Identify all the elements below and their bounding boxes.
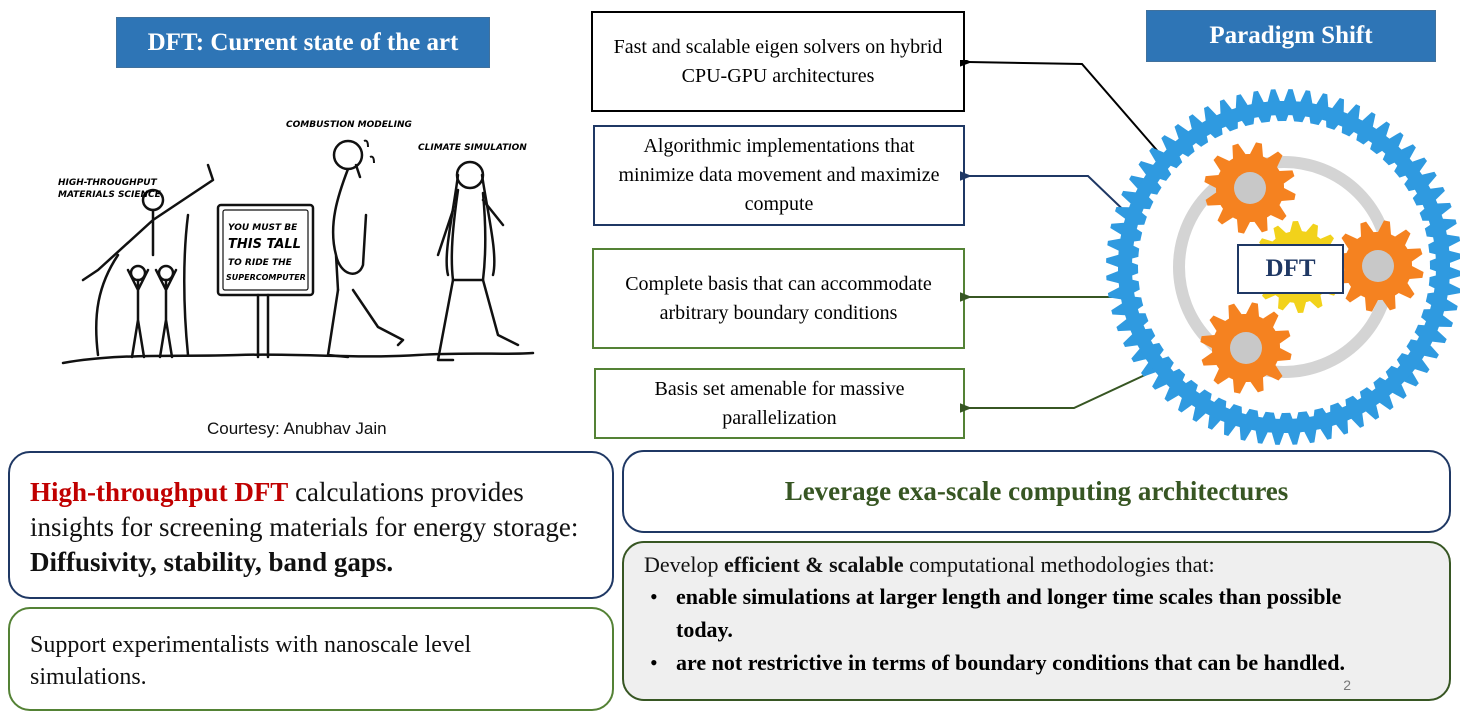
page-number: 2: [1343, 677, 1351, 693]
sign-line3: TO RIDE THE: [228, 258, 293, 268]
sign-line2: THIS TALL: [228, 237, 301, 252]
highlight-text: High-throughput DFT: [30, 477, 289, 507]
develop-intro: Develop efficient & scalable computation…: [644, 549, 1215, 580]
courtesy-caption: Courtesy: Anubhav Jain: [207, 419, 387, 438]
high-throughput-text: High-throughput DFT calculations provide…: [30, 475, 596, 580]
paradigm-shift-title: Paradigm Shift: [1146, 10, 1436, 62]
sign-line1: YOU MUST BE: [228, 223, 298, 233]
bullet-item: • are not restrictive in terms of boundar…: [630, 646, 1389, 679]
develop-prefix: Develop: [644, 552, 725, 577]
feature-box-parallelization: Basis set amenable for massive paralleli…: [594, 368, 965, 439]
develop-bold: efficient & scalable: [724, 552, 904, 577]
feature-box-eigen-solvers: Fast and scalable eigen solvers on hybri…: [591, 11, 965, 112]
bold-properties-text: Diffusivity, stability, band gaps.: [30, 547, 394, 577]
feature-text: Basis set amenable for massive paralleli…: [654, 377, 905, 429]
support-box: Support experimentalists with nanoscale …: [8, 607, 614, 711]
high-throughput-box: High-throughput DFT calculations provide…: [8, 451, 614, 599]
bullet-text: are not restrictive in terms of boundary…: [676, 650, 1345, 675]
connector-eigen: [960, 60, 1169, 164]
comic-drawing: HIGH-THROUGHPUT MATERIALS SCIENCE COMBUS…: [58, 120, 535, 365]
feature-box-data-movement: Algorithmic implementations that minimiz…: [593, 125, 965, 226]
feature-text: Fast and scalable eigen solvers on hybri…: [613, 35, 943, 87]
sign-line4: SUPERCOMPUTER: [226, 273, 306, 282]
leverage-text: Leverage exa-scale computing architectur…: [784, 476, 1289, 506]
label-materials-line2: MATERIALS SCIENCE: [58, 190, 162, 200]
connector-parallel: [960, 367, 1161, 416]
bullet-item: • enable simulations at larger length and…: [630, 580, 1389, 646]
gear-diagram: [960, 60, 1460, 445]
connector-data: [960, 168, 1137, 223]
label-combustion: COMBUSTION MODELING: [286, 120, 412, 130]
label-materials-line1: HIGH-THROUGHPUT: [58, 178, 158, 188]
bullet-text: enable simulations at larger length and …: [676, 584, 1342, 642]
dft-gear-label: DFT: [1237, 244, 1344, 294]
bullet-dot: •: [650, 584, 658, 609]
support-text: Support experimentalists with nanoscale …: [30, 632, 472, 690]
feature-text: Complete basis that can accommodate arbi…: [625, 272, 932, 324]
left-title: DFT: Current state of the art: [116, 17, 490, 68]
develop-box: Develop efficient & scalable computation…: [622, 541, 1451, 701]
feature-box-basis: Complete basis that can accommodate arbi…: [592, 248, 965, 349]
body-text: calculations provides insights for scree…: [30, 477, 579, 542]
develop-bullets: • enable simulations at larger length and…: [630, 580, 1389, 679]
feature-text: Algorithmic implementations that minimiz…: [618, 135, 940, 215]
bullet-dot: •: [650, 650, 658, 675]
develop-suffix: computational methodologies that:: [903, 552, 1215, 577]
comic-illustration: HIGH-THROUGHPUT MATERIALS SCIENCE COMBUS…: [58, 105, 538, 390]
leverage-box: Leverage exa-scale computing architectur…: [622, 450, 1451, 533]
label-climate: CLIMATE SIMULATION: [418, 143, 527, 153]
